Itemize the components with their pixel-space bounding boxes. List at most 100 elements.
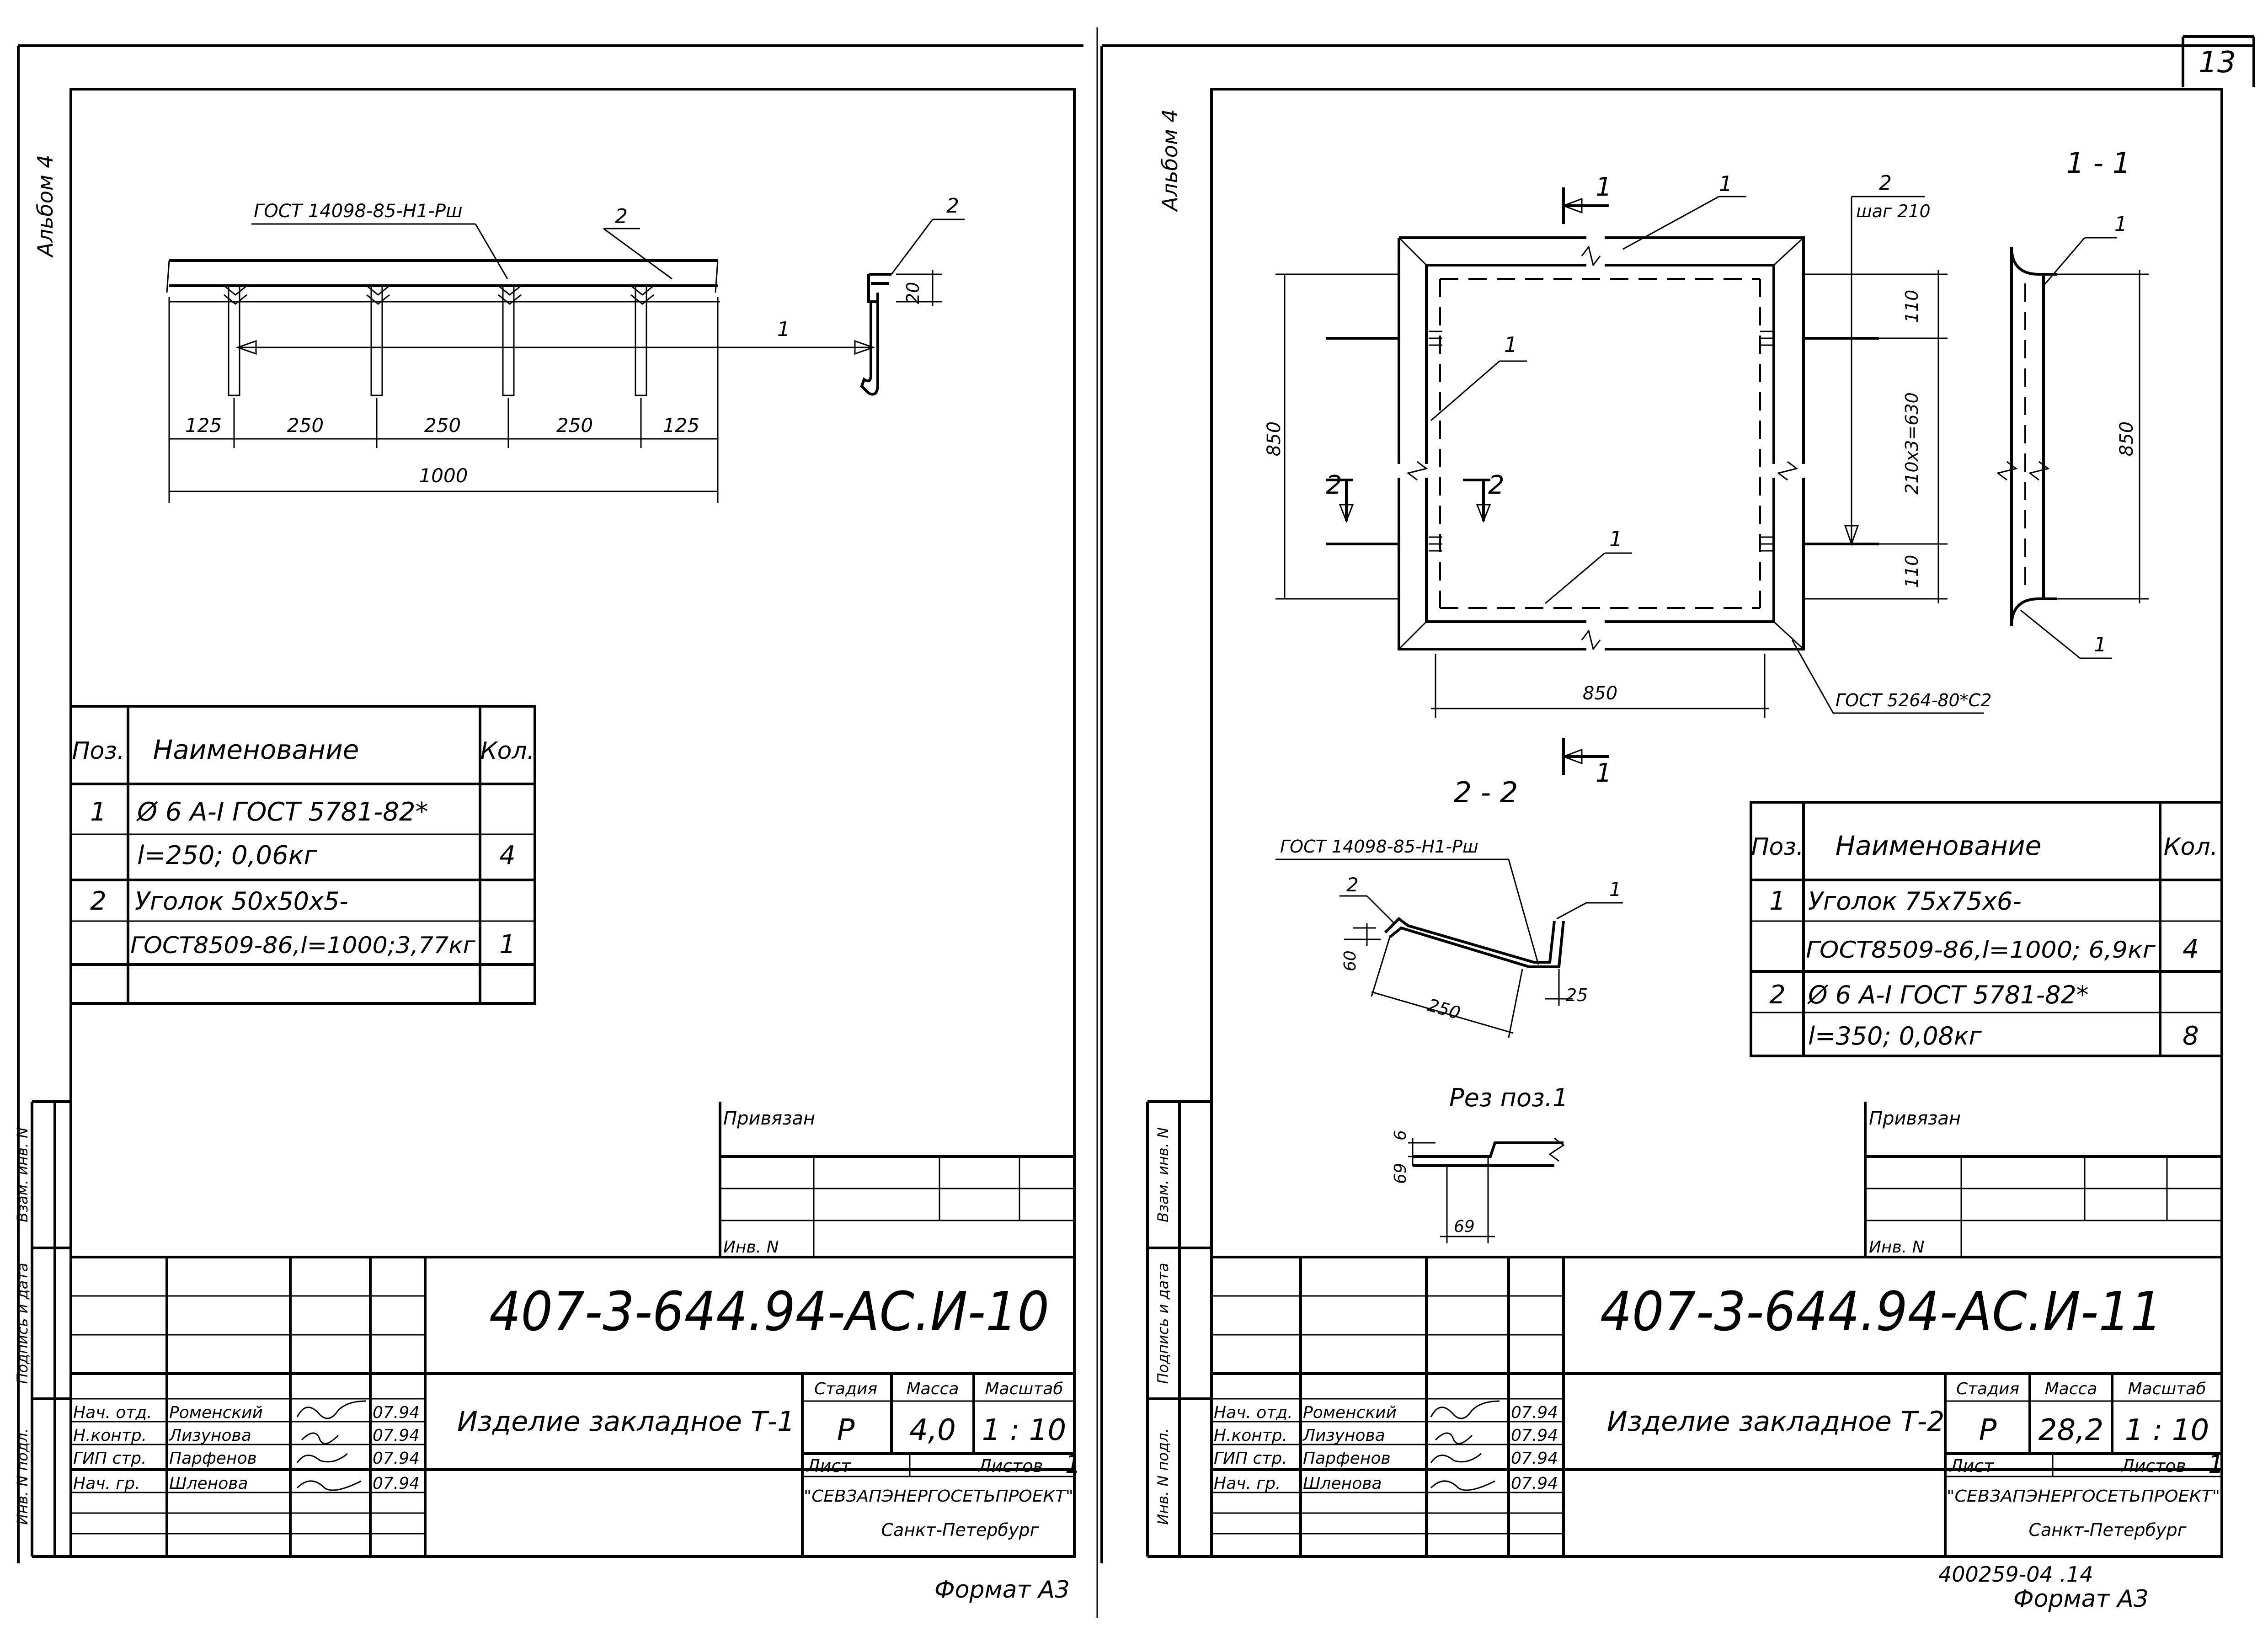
- left-dim-125b: 125: [663, 414, 699, 437]
- right-person-0-role: Нач. отд.: [1214, 1403, 1293, 1422]
- right-spec-r4-qty: 8: [2183, 1021, 2199, 1051]
- right-pos1-top: 1: [1719, 171, 1732, 196]
- right-format: Формат А3: [2013, 1585, 2149, 1613]
- right-person-3-name: Шленова: [1303, 1474, 1382, 1493]
- cut-2-right: 2: [1488, 470, 1505, 500]
- right-plan-dimensions: [1275, 197, 1948, 718]
- left-person-2-date: 07.94: [373, 1449, 420, 1468]
- left-dimension-lines: [168, 297, 719, 503]
- right-scale: 1 : 10: [2125, 1413, 2209, 1447]
- side-label-podp-left: Подпись и дата: [14, 1263, 31, 1384]
- left-org: "СЕВЗАПЭНЕРГОСЕТЬПРОЕКТ": [804, 1487, 1073, 1506]
- left-dim-20: 20: [903, 282, 923, 304]
- right-city: Санкт-Петербург: [2028, 1520, 2187, 1540]
- right-person-0-date: 07.94: [1511, 1403, 1558, 1422]
- left-inv-no: Инв. N: [723, 1238, 779, 1257]
- right-doc-code: 407-3-644.94-АС.И-11: [1600, 1280, 2162, 1343]
- right-stage-h: Стадия: [1956, 1380, 2019, 1398]
- section-1-1-drawing: [1996, 237, 2149, 659]
- right-person-1-date: 07.94: [1511, 1426, 1558, 1445]
- right-spec-r4-name: l=350; 0,08кг: [1808, 1022, 1982, 1050]
- section-1-1-title: 1 - 1: [2066, 146, 2131, 180]
- left-pos-2: 2: [615, 205, 628, 228]
- left-spec-h-pos: Поз.: [72, 737, 124, 765]
- left-dim-1000: 1000: [419, 464, 468, 487]
- right-mass-h: Масса: [2045, 1380, 2097, 1398]
- left-dim-250a: 250: [287, 414, 324, 437]
- side-label-vzam-left: Взам. инв. N: [14, 1127, 31, 1222]
- left-spec-r1-name: Ø 6 А-Ⅰ ГОСТ 5781-82*: [136, 797, 428, 827]
- right-sheets: 1: [2208, 1450, 2224, 1479]
- left-stage-h: Стадия: [814, 1380, 877, 1398]
- left-spec-table: [69, 705, 536, 1005]
- right-title: Изделие закладное Т-2: [1607, 1406, 1944, 1438]
- rez-title: Рез поз.1: [1449, 1083, 1568, 1112]
- cut-1-bottom: 1: [1596, 758, 1612, 788]
- right-person-1-role: Н.контр.: [1214, 1426, 1287, 1445]
- section-2-2-drawing: [1275, 858, 1623, 1038]
- left-signatures: [296, 1400, 366, 1491]
- side-label-vzam-right: Взам. инв. N: [1154, 1127, 1172, 1222]
- left-spec-r3-pos: 2: [90, 886, 107, 916]
- right-person-3-date: 07.94: [1511, 1474, 1558, 1493]
- cut-1-top: 1: [1596, 172, 1612, 202]
- left-scale-h: Масштаб: [985, 1380, 1063, 1398]
- left-person-2-name: Парфенов: [169, 1449, 257, 1468]
- left-city: Санкт-Петербург: [881, 1520, 1039, 1540]
- right-inv-no: Инв. N: [1869, 1238, 1925, 1257]
- right-spec-h-pos: Поз.: [1751, 833, 1804, 861]
- left-gost-weld: ГОСТ 14098-85-Н1-Рш: [254, 201, 463, 222]
- right-dim-850h: 850: [1583, 683, 1617, 704]
- left-title-block: [71, 1102, 1074, 1556]
- left-people: Нач. отд. Роменский 07.94 Н.контр. Лизун…: [73, 1403, 420, 1493]
- side-label-inv-left: Инв. N подл.: [14, 1428, 31, 1524]
- album-label-left: Альбом 4: [33, 155, 58, 258]
- section-1-1-pos1-top: 1: [2114, 213, 2127, 236]
- left-person-2-role: ГИП стр.: [73, 1449, 147, 1468]
- left-dim-250b: 250: [424, 414, 461, 437]
- right-person-0-name: Роменский: [1303, 1403, 1397, 1422]
- left-person-0-name: Роменский: [169, 1403, 263, 1422]
- left-person-1-role: Н.контр.: [73, 1426, 147, 1445]
- right-person-2-name: Парфенов: [1303, 1449, 1391, 1468]
- right-spec-r2-name: ГОСТ8509-86,l=1000; 6,9кг: [1806, 937, 2156, 963]
- frame-lines: [17, 27, 2255, 1618]
- left-sheets: 1: [1065, 1450, 1081, 1479]
- right-gost-main: ГОСТ 5264-80*С2: [1836, 690, 1991, 710]
- section-cut-marks: [1326, 187, 1609, 775]
- left-doc-code: 407-3-644.94-АС.И-10: [489, 1280, 1049, 1343]
- left-spec-r2-qty: 4: [499, 841, 516, 870]
- left-person-3-date: 07.94: [373, 1474, 420, 1493]
- cut-2-left: 2: [1326, 470, 1342, 500]
- left-mass-h: Масса: [907, 1380, 959, 1398]
- left-person-3-name: Шленова: [169, 1474, 248, 1493]
- side-label-inv-right: Инв. N подл.: [1154, 1428, 1172, 1524]
- right-scale-h: Масштаб: [2128, 1380, 2206, 1398]
- right-dim-25: 25: [1566, 985, 1588, 1005]
- album-label-right: Альбом 4: [1158, 109, 1182, 212]
- section-2-2-pos1: 1: [1609, 878, 1622, 901]
- right-dim-60: 60: [1341, 950, 1360, 971]
- section-1-1-pos1-bottom: 1: [2094, 633, 2107, 656]
- right-title-block: [1211, 1102, 2222, 1556]
- rez-drawing: [1408, 1137, 1565, 1243]
- right-dim-69v: 69: [1391, 1163, 1410, 1184]
- left-scale: 1 : 10: [982, 1413, 1066, 1447]
- right-people: Нач. отд. Роменский 07.94 Н.контр. Лизун…: [1214, 1403, 1558, 1493]
- right-dim-6: 6: [1391, 1130, 1410, 1141]
- left-dim-125a: 125: [185, 414, 222, 437]
- right-spec-r3-name: Ø 6 А-Ⅰ ГОСТ 5781-82*: [1807, 981, 2089, 1009]
- right-spec-h-name: Наименование: [1836, 830, 2042, 861]
- right-person-2-role: ГИП стр.: [1214, 1449, 1287, 1468]
- left-format: Формат А3: [934, 1576, 1070, 1604]
- archive-number: 400259-04 .14: [1938, 1562, 2093, 1587]
- right-dim-110b: 110: [1902, 555, 1922, 588]
- left-person-0-date: 07.94: [373, 1403, 420, 1422]
- right-dim-850v: 850: [1264, 421, 1285, 456]
- right-mass: 28,2: [2039, 1413, 2104, 1447]
- right-pos2-top: 2: [1879, 171, 1892, 195]
- right-spec-h-qty: Кол.: [2164, 833, 2218, 861]
- right-dim-630: 210х3=630: [1902, 392, 1922, 495]
- right-dim-110a: 110: [1902, 290, 1922, 323]
